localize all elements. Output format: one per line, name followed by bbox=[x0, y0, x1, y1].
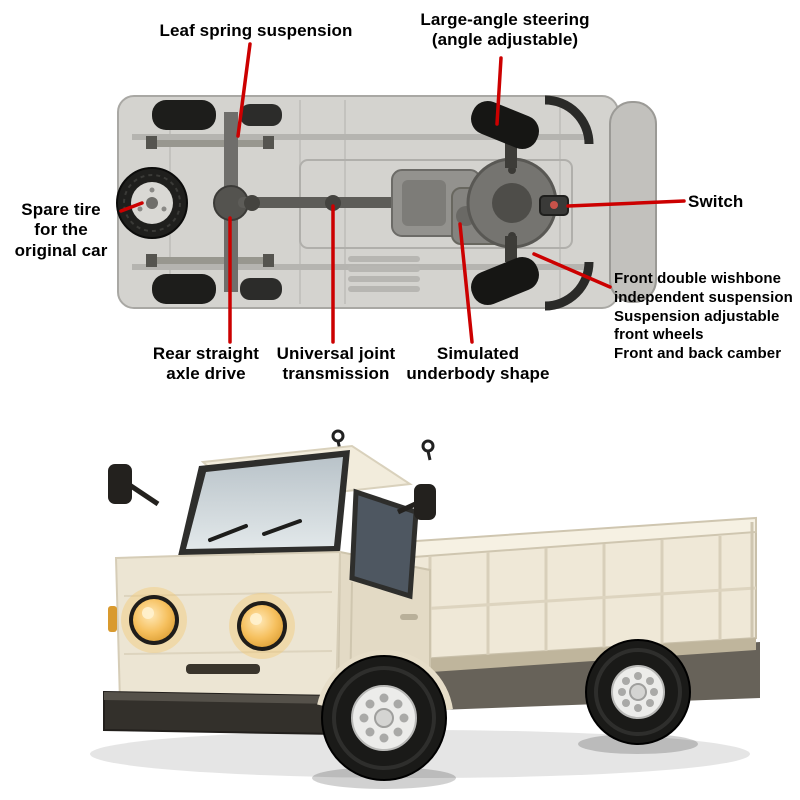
front-wheel bbox=[321, 655, 447, 781]
headlight-left bbox=[121, 587, 187, 653]
switch-module bbox=[539, 195, 569, 216]
side-marker bbox=[108, 606, 117, 632]
callout-underbody-shape: Simulated underbody shape bbox=[406, 344, 550, 384]
chassis-underbody-illustration bbox=[116, 42, 686, 344]
callout-switch: Switch bbox=[688, 192, 744, 211]
callout-large-angle-steering: Large-angle steering (angle adjustable) bbox=[420, 10, 590, 50]
mirror-right bbox=[396, 484, 436, 520]
callout-front-suspension: Front double wishbone independent suspen… bbox=[614, 270, 793, 362]
callout-rear-axle-drive: Rear straight axle drive bbox=[152, 344, 260, 384]
front-face bbox=[114, 550, 342, 704]
chassis-diagram-section: Leaf spring suspension Large-angle steer… bbox=[14, 10, 793, 384]
callout-spare-tire: Spare tire for the original car bbox=[14, 200, 108, 260]
callout-leaf-spring-suspension: Leaf spring suspension bbox=[159, 21, 353, 40]
rear-wheel bbox=[585, 639, 691, 745]
rear-axle-assembly bbox=[146, 100, 282, 304]
callout-universal-joint: Universal joint transmission bbox=[276, 344, 396, 384]
front-bumper bbox=[103, 690, 339, 736]
truck-photo-section bbox=[0, 400, 800, 800]
headlight-right bbox=[229, 593, 295, 659]
mirror-left bbox=[108, 464, 160, 507]
windshield-glass bbox=[186, 457, 343, 549]
side-window bbox=[349, 488, 419, 600]
callout-leader-lines bbox=[119, 42, 686, 344]
grille-vent bbox=[186, 664, 260, 674]
truck-illustration bbox=[90, 429, 760, 789]
wipers bbox=[208, 519, 302, 542]
cab bbox=[103, 429, 436, 736]
underbody-vents bbox=[348, 256, 420, 292]
spare-tire bbox=[116, 167, 188, 239]
front-steering-assembly bbox=[466, 95, 594, 311]
